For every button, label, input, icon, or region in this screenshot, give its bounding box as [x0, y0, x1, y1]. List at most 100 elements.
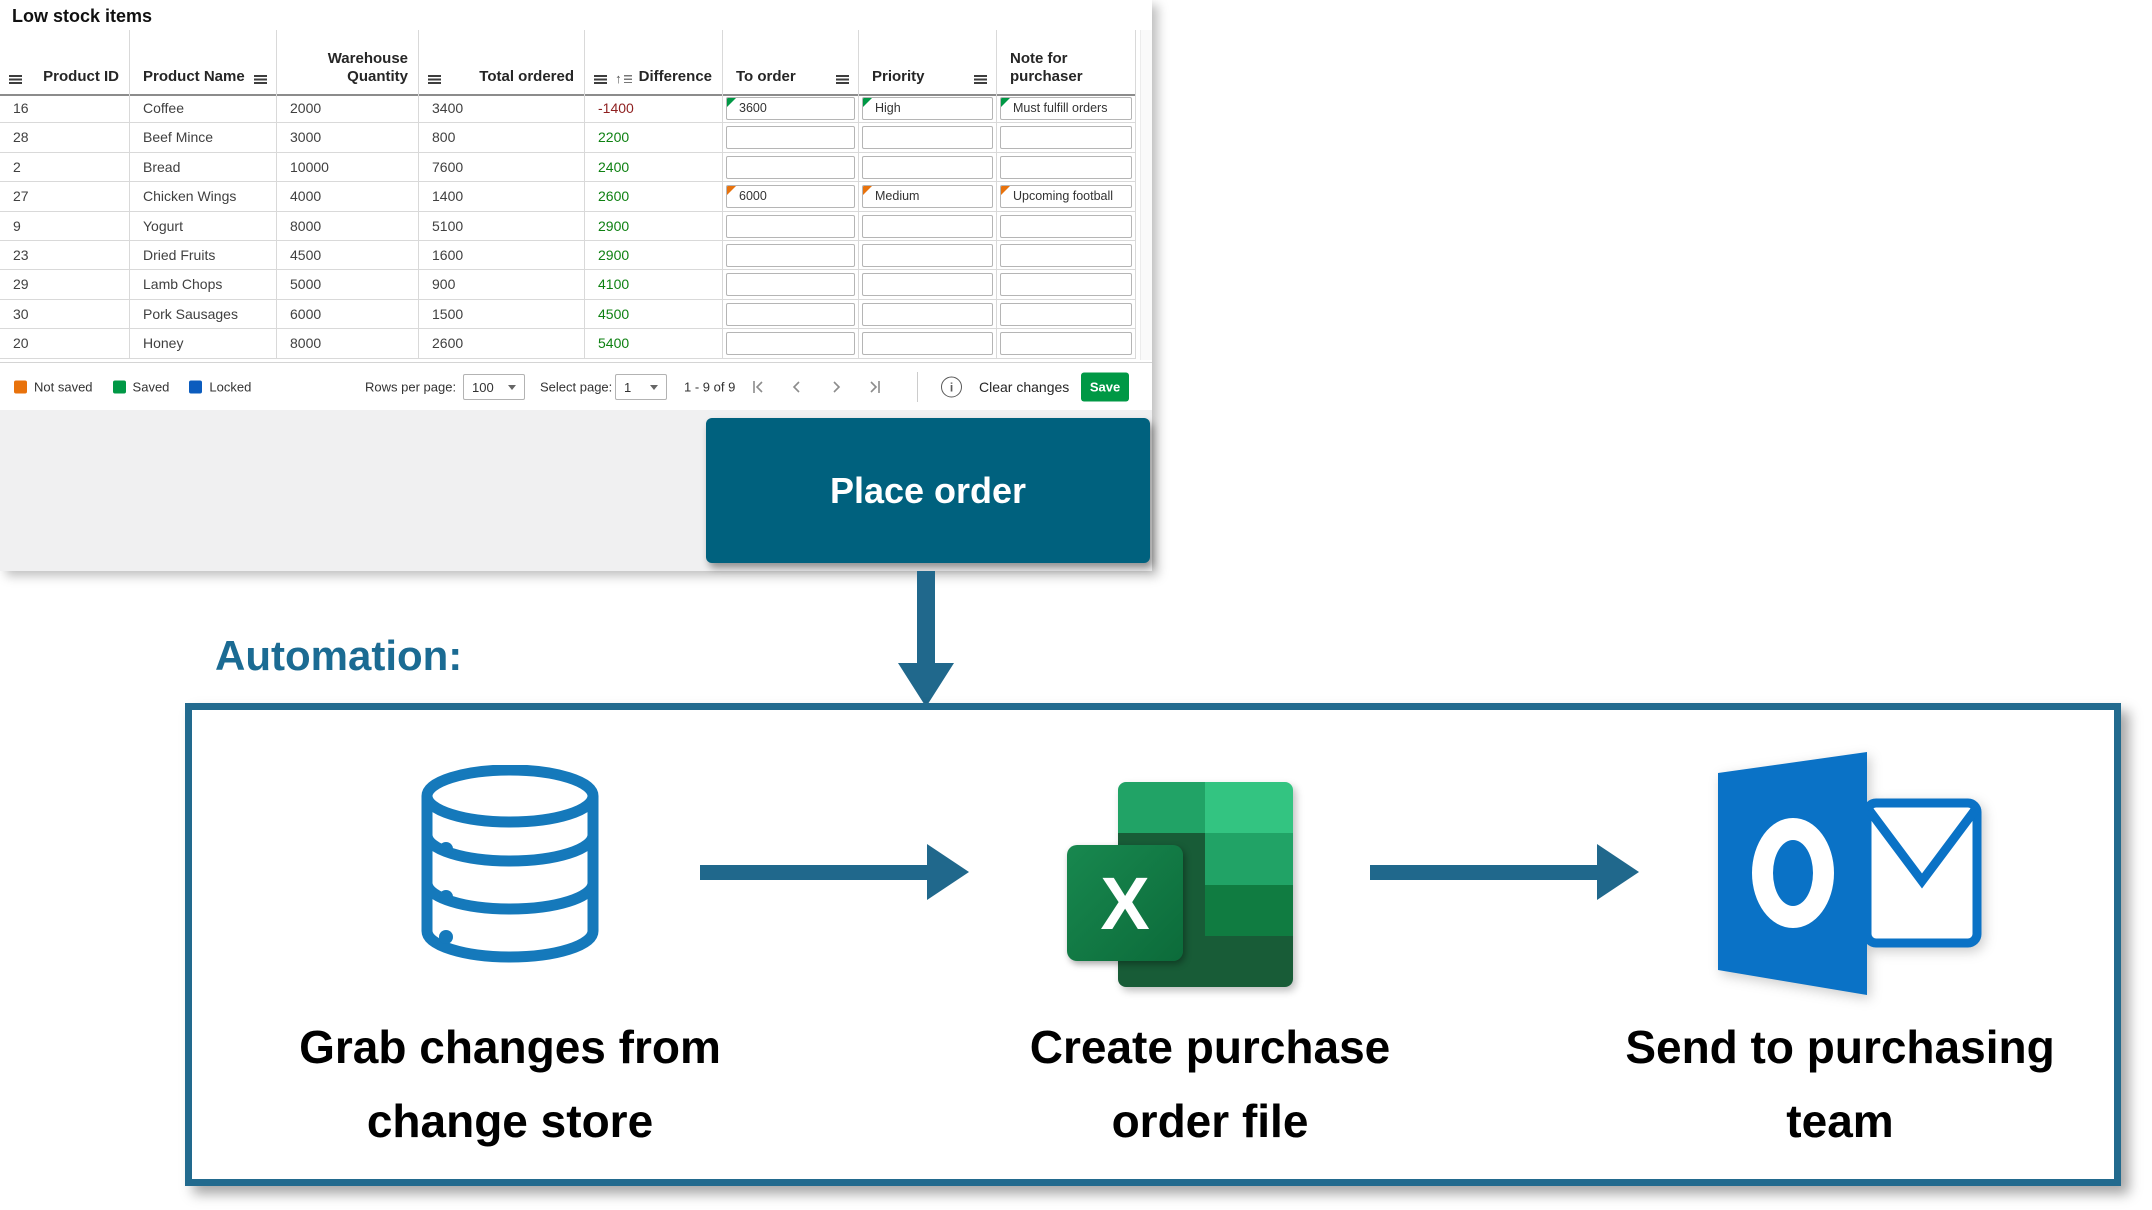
to-order-input-cell: [723, 211, 859, 241]
cell-total-ordered: 900: [419, 270, 585, 300]
to-order-input-cell: [723, 329, 859, 359]
legend-not-saved: Not saved: [14, 380, 93, 395]
cell-product-name: Honey: [130, 329, 277, 359]
cell-difference: 2900: [585, 211, 723, 241]
select-page-select[interactable]: 1: [615, 374, 667, 400]
cell-product-name: Lamb Chops: [130, 270, 277, 300]
cell-total-ordered: 7600: [419, 152, 585, 183]
priority-input[interactable]: [862, 126, 993, 150]
note-input[interactable]: [1000, 332, 1132, 356]
priority-input[interactable]: [862, 243, 993, 267]
column-header-to-order[interactable]: To order: [723, 30, 859, 94]
cell-product-id: 20: [0, 329, 130, 359]
cell-warehouse-quantity: 4500: [277, 240, 419, 271]
cell-warehouse-quantity: 10000: [277, 152, 419, 183]
cell-product-name: Dried Fruits: [130, 240, 277, 271]
note-input[interactable]: [1000, 243, 1132, 267]
next-page-icon[interactable]: [828, 379, 844, 395]
column-menu-icon[interactable]: [254, 75, 267, 84]
last-page-icon[interactable]: [867, 379, 883, 395]
cell-product-id: 28: [0, 123, 130, 153]
column-menu-icon[interactable]: [594, 75, 607, 84]
note-input-cell: [997, 211, 1136, 241]
column-menu-icon[interactable]: [9, 75, 22, 84]
cell-product-name: Yogurt: [130, 211, 277, 241]
cell-product-id: 27: [0, 182, 130, 212]
to-order-input[interactable]: 3600: [726, 97, 855, 120]
column-header-warehouse-quantity[interactable]: Warehouse Quantity: [277, 30, 419, 94]
previous-page-icon[interactable]: [789, 379, 805, 395]
cell-product-id: 2: [0, 152, 130, 183]
priority-input[interactable]: [862, 214, 993, 238]
place-order-button[interactable]: Place order: [706, 418, 1150, 563]
priority-input[interactable]: [862, 332, 993, 356]
to-order-input[interactable]: [726, 214, 855, 238]
cell-total-ordered: 5100: [419, 211, 585, 241]
column-menu-icon[interactable]: [836, 75, 849, 84]
clear-changes-button[interactable]: Clear changes: [979, 379, 1070, 395]
rows-per-page-select[interactable]: 100: [463, 374, 525, 400]
note-input[interactable]: [1000, 273, 1132, 297]
to-order-input[interactable]: [726, 332, 855, 356]
cell-difference: 2600: [585, 182, 723, 212]
priority-input-cell: [859, 152, 997, 183]
database-icon: [421, 765, 599, 963]
to-order-input[interactable]: [726, 243, 855, 267]
note-input-cell: [997, 152, 1136, 183]
priority-input[interactable]: Medium: [862, 185, 993, 209]
note-input[interactable]: Must fulfill orders: [1000, 97, 1132, 120]
to-order-input[interactable]: [726, 273, 855, 297]
cell-warehouse-quantity: 4000: [277, 182, 419, 212]
not-saved-corner-icon: [1001, 186, 1010, 196]
column-header-product-id[interactable]: Product ID: [0, 30, 130, 94]
priority-input[interactable]: [862, 273, 993, 297]
note-input[interactable]: [1000, 214, 1132, 238]
legend-locked: Locked: [189, 380, 251, 395]
cell-difference: 4500: [585, 299, 723, 330]
save-button[interactable]: Save: [1081, 372, 1129, 402]
to-order-input[interactable]: 6000: [726, 185, 855, 209]
note-input[interactable]: [1000, 302, 1132, 326]
priority-input-cell: High: [859, 94, 997, 124]
to-order-input[interactable]: [726, 155, 855, 179]
info-icon[interactable]: i: [941, 376, 962, 398]
select-page-label: Select page:: [540, 379, 613, 395]
cell-warehouse-quantity: 8000: [277, 329, 419, 359]
priority-input-cell: [859, 240, 997, 271]
column-menu-icon[interactable]: [974, 75, 987, 84]
first-page-icon[interactable]: [750, 379, 766, 395]
to-order-input-cell: [723, 240, 859, 271]
priority-input[interactable]: High: [862, 97, 993, 120]
column-header-product-name[interactable]: Product Name: [130, 30, 277, 94]
excel-x-square: X: [1067, 845, 1183, 961]
note-input[interactable]: [1000, 126, 1132, 150]
cell-total-ordered: 3400: [419, 94, 585, 124]
priority-input[interactable]: [862, 155, 993, 179]
note-input[interactable]: [1000, 155, 1132, 179]
low-stock-panel: Low stock items Product ID Product Name …: [0, 0, 1152, 571]
cell-product-id: 23: [0, 240, 130, 271]
column-header-priority[interactable]: Priority: [859, 30, 997, 94]
note-input[interactable]: Upcoming football: [1000, 185, 1132, 209]
to-order-input-cell: 3600: [723, 94, 859, 124]
cell-total-ordered: 1500: [419, 299, 585, 330]
cell-difference: 4100: [585, 270, 723, 300]
note-input-cell: [997, 299, 1136, 330]
note-input-cell: [997, 240, 1136, 271]
chevron-down-icon: [650, 384, 658, 390]
column-header-total-ordered[interactable]: Total ordered: [419, 30, 585, 94]
column-menu-icon[interactable]: [428, 75, 441, 84]
to-order-input-cell: 6000: [723, 182, 859, 212]
to-order-input-cell: [723, 299, 859, 330]
to-order-input[interactable]: [726, 126, 855, 150]
step-caption-create-order: Create purchase order file: [1029, 1021, 1391, 1147]
column-header-difference[interactable]: ↑ Difference: [585, 30, 723, 94]
priority-input[interactable]: [862, 302, 993, 326]
table-scrollbar[interactable]: [1140, 30, 1152, 360]
legend-saved: Saved: [112, 380, 169, 395]
to-order-input[interactable]: [726, 302, 855, 326]
column-header-note[interactable]: Note for purchaser: [997, 30, 1136, 94]
